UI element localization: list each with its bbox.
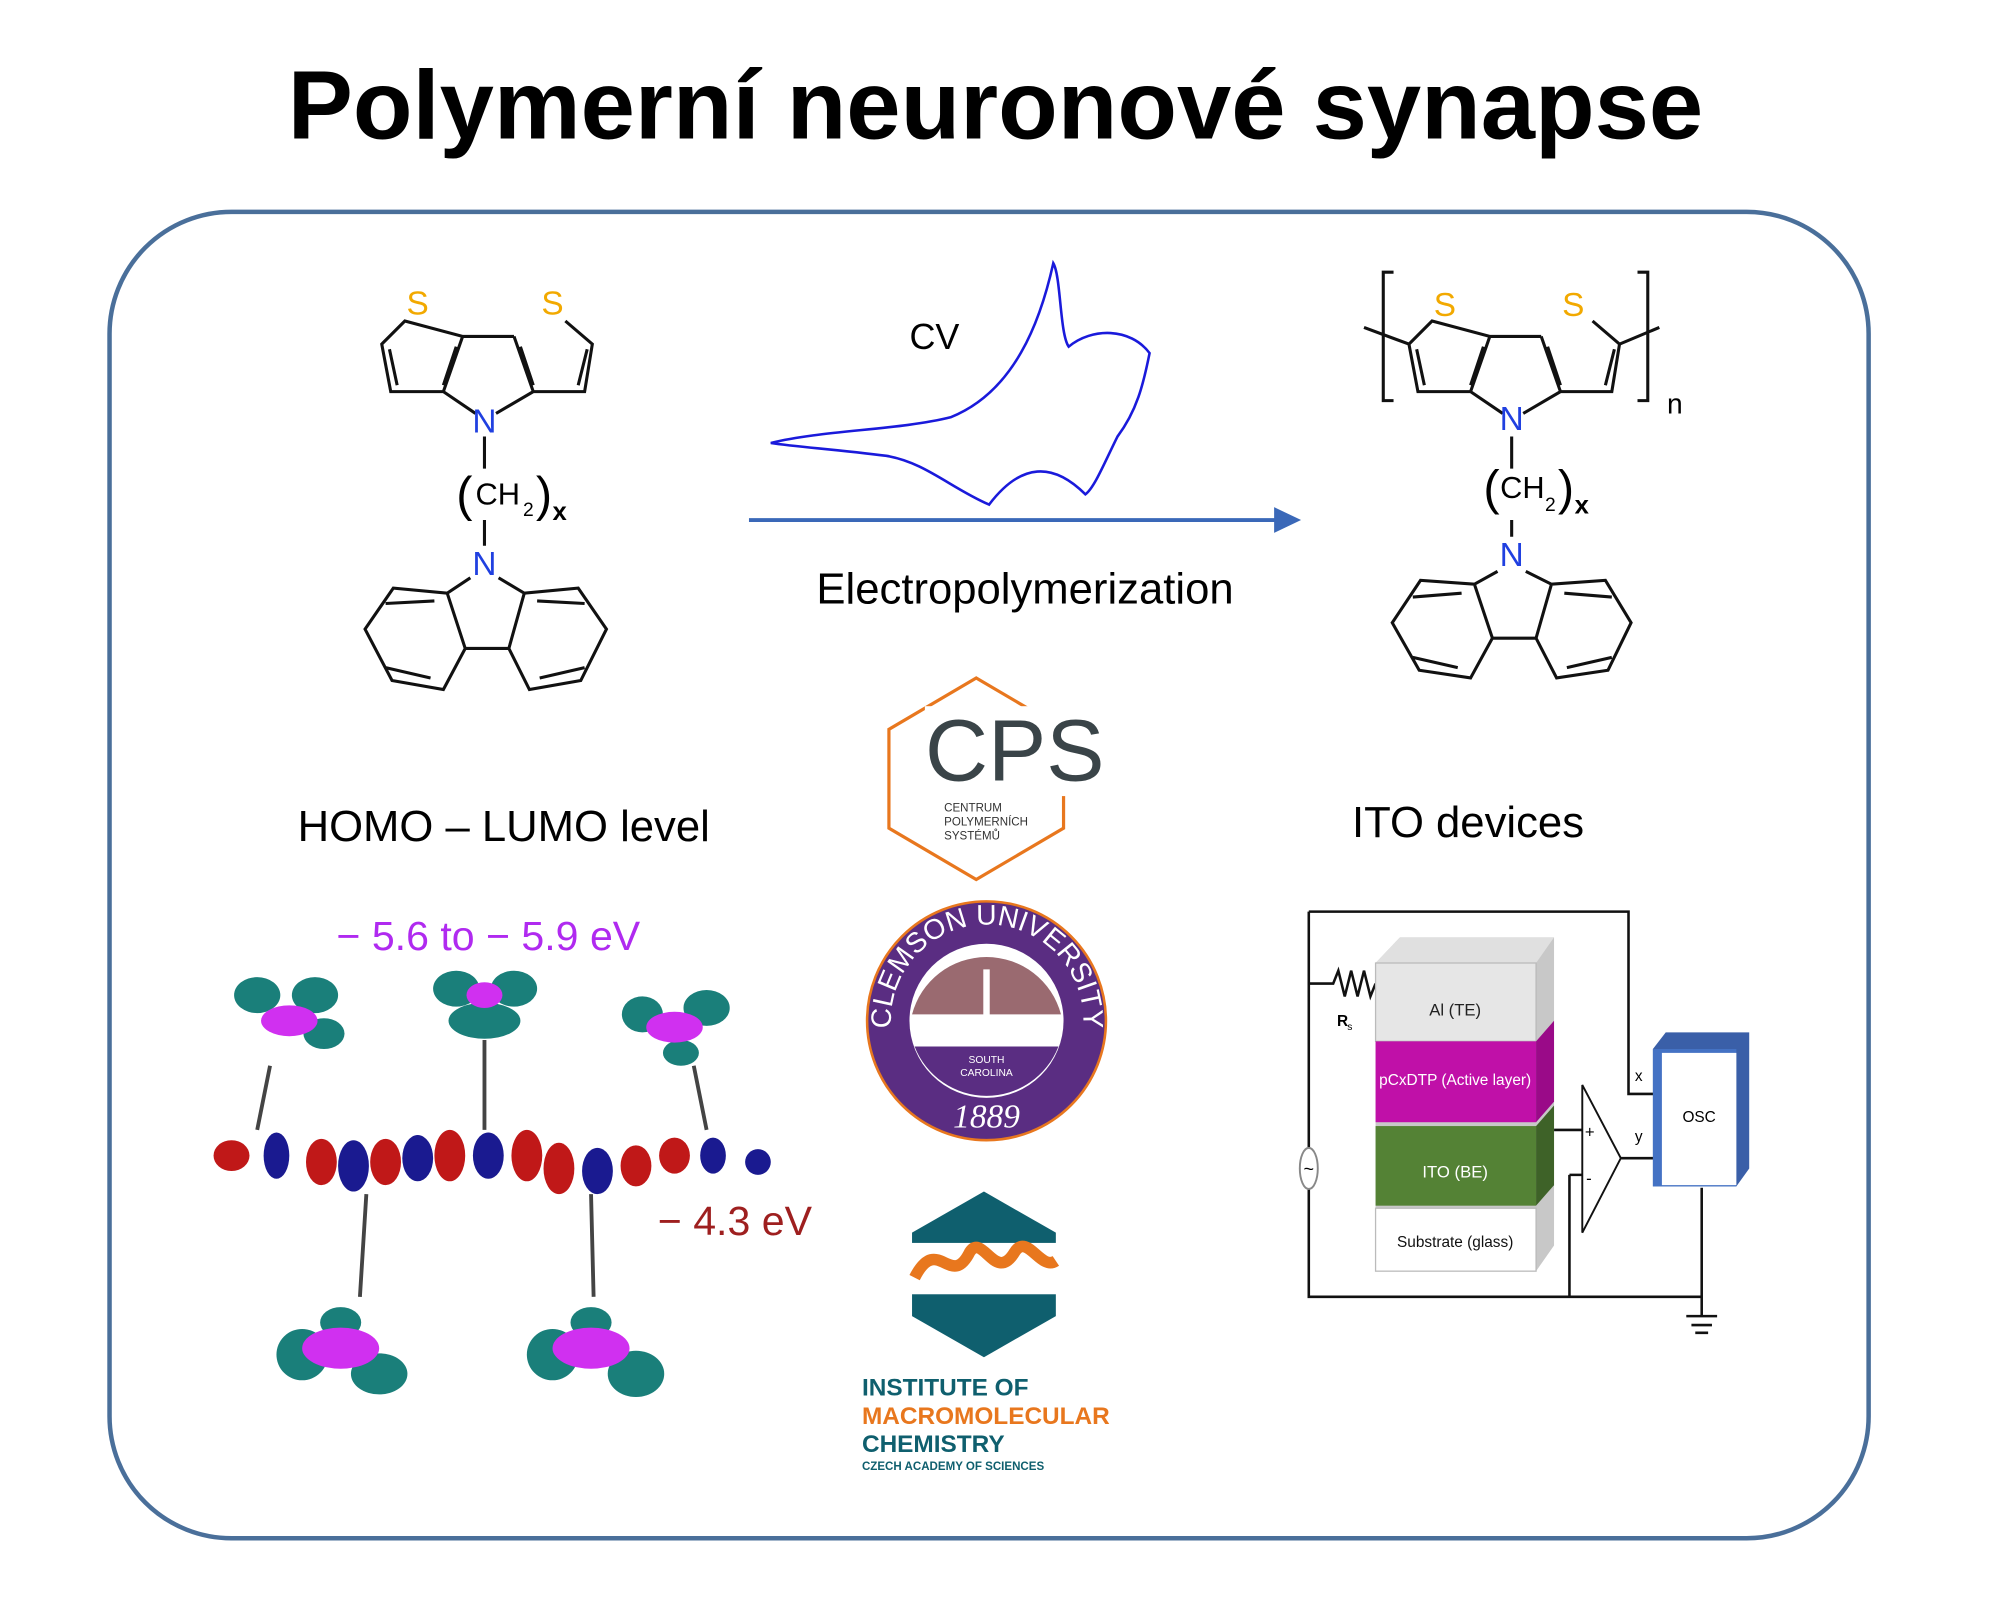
imc-text: CZECH ACADEMY OF SCIENCES xyxy=(862,1461,1044,1473)
nitrogen-label: N xyxy=(472,404,496,441)
paren-close: ) xyxy=(1558,462,1574,516)
cv-curve xyxy=(770,259,1151,507)
ito-devices-heading: ITO devices xyxy=(1352,798,1584,847)
op-amp-icon xyxy=(1581,1084,1622,1234)
x-input-label: x xyxy=(1635,1068,1643,1085)
paren-close: ) xyxy=(536,468,552,522)
nitrogen-label: N xyxy=(1500,401,1524,438)
oscilloscope-label: OSC xyxy=(1682,1109,1715,1126)
imc-text: MACROMOLECULAR xyxy=(862,1403,1110,1430)
nitrogen-label: N xyxy=(472,546,496,583)
layer-active: pCxDTP (Active layer) xyxy=(1379,1072,1531,1089)
device-circuit: ~ R s Al (TE) pCxDTP (Active layer) ITO … xyxy=(1298,910,1750,1335)
polymer-structure: S S N N ( CH 2 ) x n xyxy=(1363,270,1683,680)
imc-text: CHEMISTRY xyxy=(862,1431,1005,1458)
content-frame xyxy=(107,209,1871,1541)
cps-logo-mark: CPS xyxy=(925,702,1104,800)
layer-ito: ITO (BE) xyxy=(1422,1162,1488,1181)
sulfur-label: S xyxy=(1434,287,1456,324)
cv-label: CV xyxy=(909,316,959,357)
x-label: x xyxy=(1575,492,1590,520)
plus-label: + xyxy=(1585,1123,1595,1142)
layer-substrate: Substrate (glass) xyxy=(1397,1234,1513,1251)
clemson-year: 1889 xyxy=(953,1098,1020,1135)
ch-label: CH xyxy=(475,477,519,512)
resistor-label: R xyxy=(1337,1013,1348,1030)
paren-open: ( xyxy=(1483,462,1499,516)
orbital-image xyxy=(213,970,771,1397)
cps-logo-text: POLYMERNÍCH xyxy=(944,816,1028,829)
imc-logo: INSTITUTE OF MACROMOLECULAR CHEMISTRY CZ… xyxy=(862,1191,1110,1473)
subscript-label: 2 xyxy=(1545,495,1556,516)
paren-open: ( xyxy=(456,468,472,522)
nitrogen-label: N xyxy=(1500,537,1524,574)
clemson-state-text: SOUTH xyxy=(969,1055,1005,1066)
electropolymerization-label: Electropolymerization xyxy=(816,564,1233,613)
cps-logo: CPS CENTRUM POLYMERNÍCH SYSTÉMŮ xyxy=(887,676,1105,882)
cps-logo-text: SYSTÉMŮ xyxy=(944,830,1000,843)
repeat-n-label: n xyxy=(1667,387,1683,419)
sulfur-label: S xyxy=(1562,287,1584,324)
clemson-logo: CLEMSON UNIVERSITY SOUTH CAROLINA 1889 xyxy=(865,898,1110,1142)
page-title: Polymerní neuronové synapse xyxy=(288,51,1703,160)
homo-lumo-heading: HOMO – LUMO level xyxy=(298,802,710,851)
sulfur-label: S xyxy=(541,286,563,323)
clemson-state-text: CAROLINA xyxy=(960,1068,1013,1079)
imc-text: INSTITUTE OF xyxy=(862,1375,1029,1402)
monomer-structure: S S N N ( CH 2 ) x xyxy=(363,286,609,692)
x-label: x xyxy=(553,498,568,526)
y-input-label: y xyxy=(1635,1128,1643,1145)
homo-energy: − 5.6 to − 5.9 eV xyxy=(336,913,640,959)
ch-label: CH xyxy=(1500,470,1544,505)
cps-logo-text: CENTRUM xyxy=(944,802,1002,814)
subscript-label: 2 xyxy=(523,500,534,521)
resistor-subscript: s xyxy=(1347,1022,1352,1033)
sulfur-label: S xyxy=(407,286,429,323)
arrow-head-icon xyxy=(1274,507,1302,533)
layer-al: Al (TE) xyxy=(1429,1001,1481,1020)
minus-label: - xyxy=(1586,1169,1592,1188)
lumo-energy: − 4.3 eV xyxy=(658,1198,813,1244)
ac-source-icon: ~ xyxy=(1304,1159,1314,1179)
